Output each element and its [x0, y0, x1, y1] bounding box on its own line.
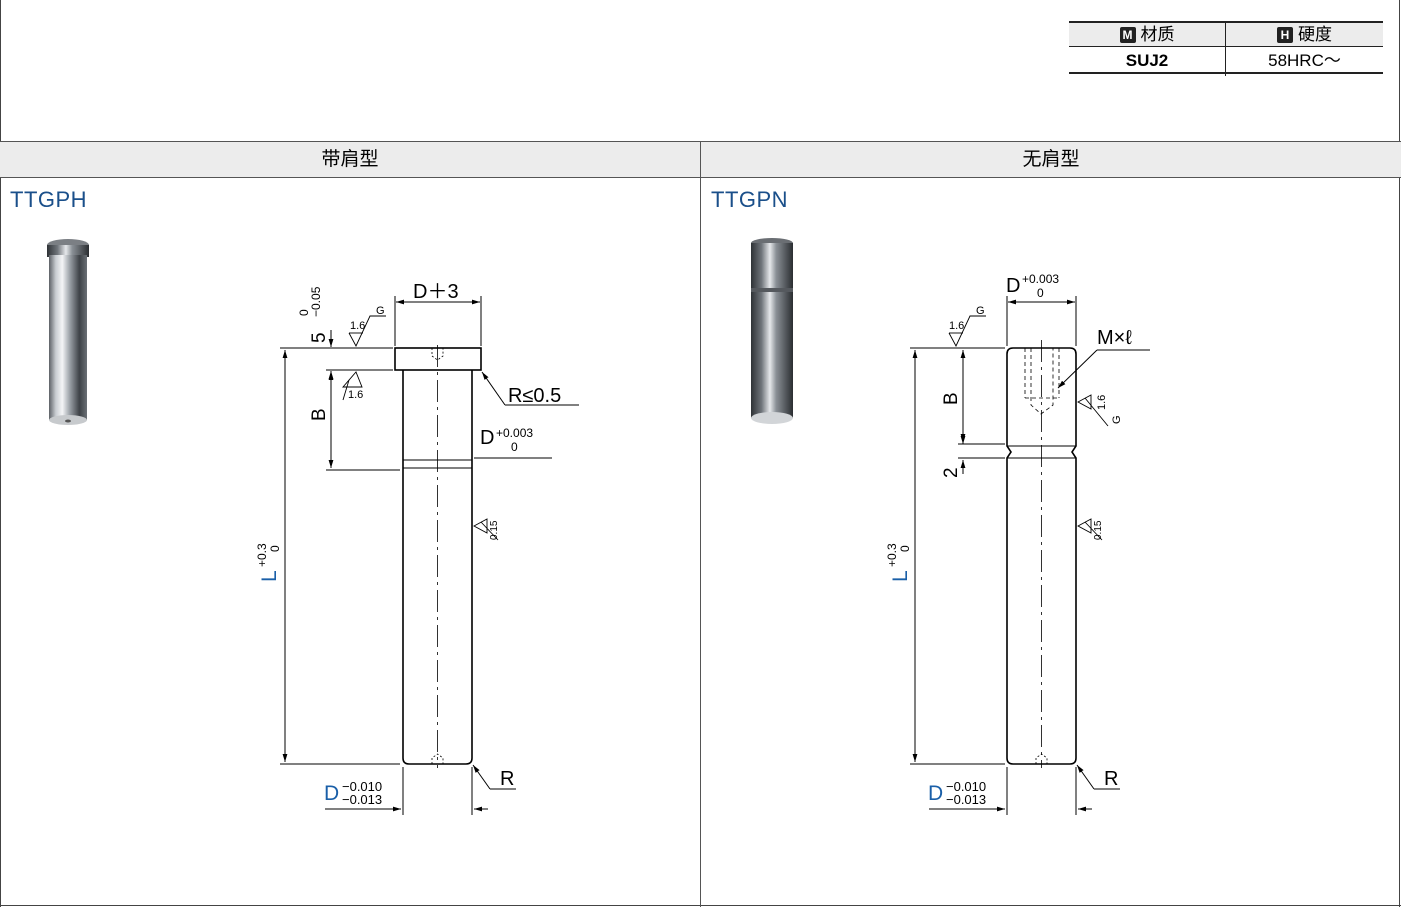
rough-shaft-value: 0.15 — [489, 520, 500, 540]
pin-body-ttgpn — [1006, 347, 1077, 765]
dim-r-max: R≤0.5 — [508, 385, 561, 407]
dim-head-tol-upper: 0 — [297, 309, 311, 316]
roughness-symbol-shaft — [473, 518, 488, 534]
dim-l-lower-ttgpn: 0 — [898, 545, 912, 552]
rough-shaft-value-ttgpn: 0.15 — [1093, 520, 1104, 540]
rough-head-value: 1.6 — [348, 389, 363, 401]
dim-d-fit-lower: 0 — [511, 440, 518, 454]
dim-groove: 2 — [941, 467, 962, 478]
rough-top-grade: G — [376, 305, 385, 317]
dim-r-ttgpn: R — [1104, 768, 1118, 790]
hardness-header: 硬度 — [1298, 25, 1332, 44]
section-divider — [700, 141, 701, 907]
dim-head-thickness: 5 — [309, 332, 330, 343]
dim-d-upper-ttgpn: −0.010 — [946, 779, 986, 794]
hardness-badge-icon: H — [1277, 27, 1293, 43]
dim-l-upper: +0.3 — [255, 543, 269, 567]
section-title-shouldered: 带肩型 — [321, 149, 379, 170]
dim-l-ttgpn: L — [889, 570, 912, 582]
material-badge-icon: M — [1119, 27, 1136, 43]
frame-left-border — [0, 0, 1, 907]
roughness-symbol-top — [348, 315, 386, 348]
dim-d-ttgpn: D — [928, 782, 943, 805]
hardness-header-cell: H 硬度 — [1226, 21, 1383, 47]
hardness-value: 58HRC～ — [1226, 47, 1383, 74]
dim-r: R — [500, 768, 514, 790]
material-value: SUJ2 — [1069, 47, 1225, 74]
roughness-symbol-side-ttgpn — [1077, 394, 1092, 410]
drawing-ttgph — [280, 296, 579, 815]
dim-d-lower: −0.013 — [342, 792, 382, 807]
pin-shaft-ttgph — [402, 370, 473, 765]
dim-d-top-lower: 0 — [1037, 286, 1044, 300]
dim-l-upper-ttgpn: +0.3 — [885, 543, 899, 567]
section-title-straight: 无肩型 — [1022, 149, 1080, 170]
dim-d-upper: −0.010 — [342, 779, 382, 794]
rough-top-value: 1.6 — [350, 320, 365, 332]
dim-d-lower-ttgpn: −0.013 — [946, 792, 986, 807]
roughness-symbol-head — [342, 371, 363, 388]
pin-head-ttgph — [394, 347, 482, 371]
frame-right-border — [1399, 0, 1400, 907]
dim-d-fit-upper: +0.003 — [496, 426, 533, 440]
rough-top-value-ttgpn: 1.6 — [949, 320, 964, 332]
dim-thread: M×ℓ — [1097, 327, 1132, 349]
roughness-symbol-shaft-ttgpn — [1077, 518, 1092, 534]
material-header: 材质 — [1140, 25, 1175, 44]
dim-d-fit: D — [480, 427, 494, 449]
labels-ttgpn: D +0.003 0 1.6 G M×ℓ B 1.6 G 2 0.15 L +0… — [885, 272, 1132, 807]
roughness-symbol-top-ttgpn — [948, 315, 986, 348]
dim-b: B — [309, 408, 330, 421]
product-photo-ttgph — [47, 239, 89, 425]
dim-d-top: D — [1006, 275, 1020, 297]
drawing-ttgpn — [910, 296, 1150, 815]
product-photo-ttgpn — [751, 238, 793, 424]
dim-head-tol-lower: −0.05 — [309, 286, 323, 317]
rough-side-grade: G — [1111, 415, 1123, 424]
rough-top-grade-ttgpn: G — [976, 305, 985, 317]
rough-side-value: 1.6 — [1096, 395, 1108, 410]
series-code-ttgph: TTGPH — [10, 187, 88, 212]
labels-ttgph: D＋3 5 0 −0.05 1.6 G 1.6 B R≤0.5 D +0.003… — [255, 281, 561, 807]
spec-table-divider — [1225, 21, 1226, 76]
series-code-ttgpn: TTGPN — [711, 187, 789, 212]
dim-d: D — [324, 782, 339, 805]
dim-l-lower: 0 — [268, 545, 282, 552]
dim-d-top-upper: +0.003 — [1022, 272, 1059, 286]
dim-d-plus-3: D＋3 — [413, 281, 459, 303]
dim-l: L — [258, 570, 281, 582]
dim-b-ttgpn: B — [941, 392, 962, 405]
